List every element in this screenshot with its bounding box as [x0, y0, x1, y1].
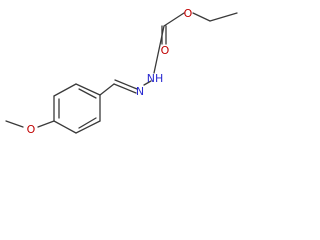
bond-carbonyl-c-nh	[153, 25, 165, 74]
ring-bond-5	[75, 120, 101, 134]
bond-ester-o-carbonyl-c	[163, 12, 185, 27]
ring-bond-1	[75, 83, 101, 96]
atom-carbonyl-oxygen: O	[161, 44, 170, 57]
ring-double-3	[78, 117, 97, 129]
bond-imine-double-a	[113, 83, 137, 94]
atom-hydrazone-n: N	[136, 85, 144, 98]
ring-double-1	[78, 88, 97, 99]
chemical-structure: O O NH N O	[5, 7, 238, 136]
atom-hydrazone-nh: NH	[147, 72, 164, 85]
bond-imine-double-b	[114, 79, 138, 90]
bond-methoxy-o-ch3	[5, 120, 24, 128]
bond-ring-methoxy-o	[37, 120, 55, 128]
ring-bond-4	[53, 120, 77, 134]
bond-ch-ring	[99, 83, 115, 96]
ring-bond-2	[53, 83, 77, 97]
bond-nh-n	[143, 80, 152, 86]
atom-ester-oxygen: O	[184, 7, 193, 20]
bond-ch2-ester-o	[192, 12, 211, 22]
atom-methoxy-oxygen: O	[27, 123, 36, 136]
bond-ethyl-ch3-ch2	[209, 12, 238, 22]
